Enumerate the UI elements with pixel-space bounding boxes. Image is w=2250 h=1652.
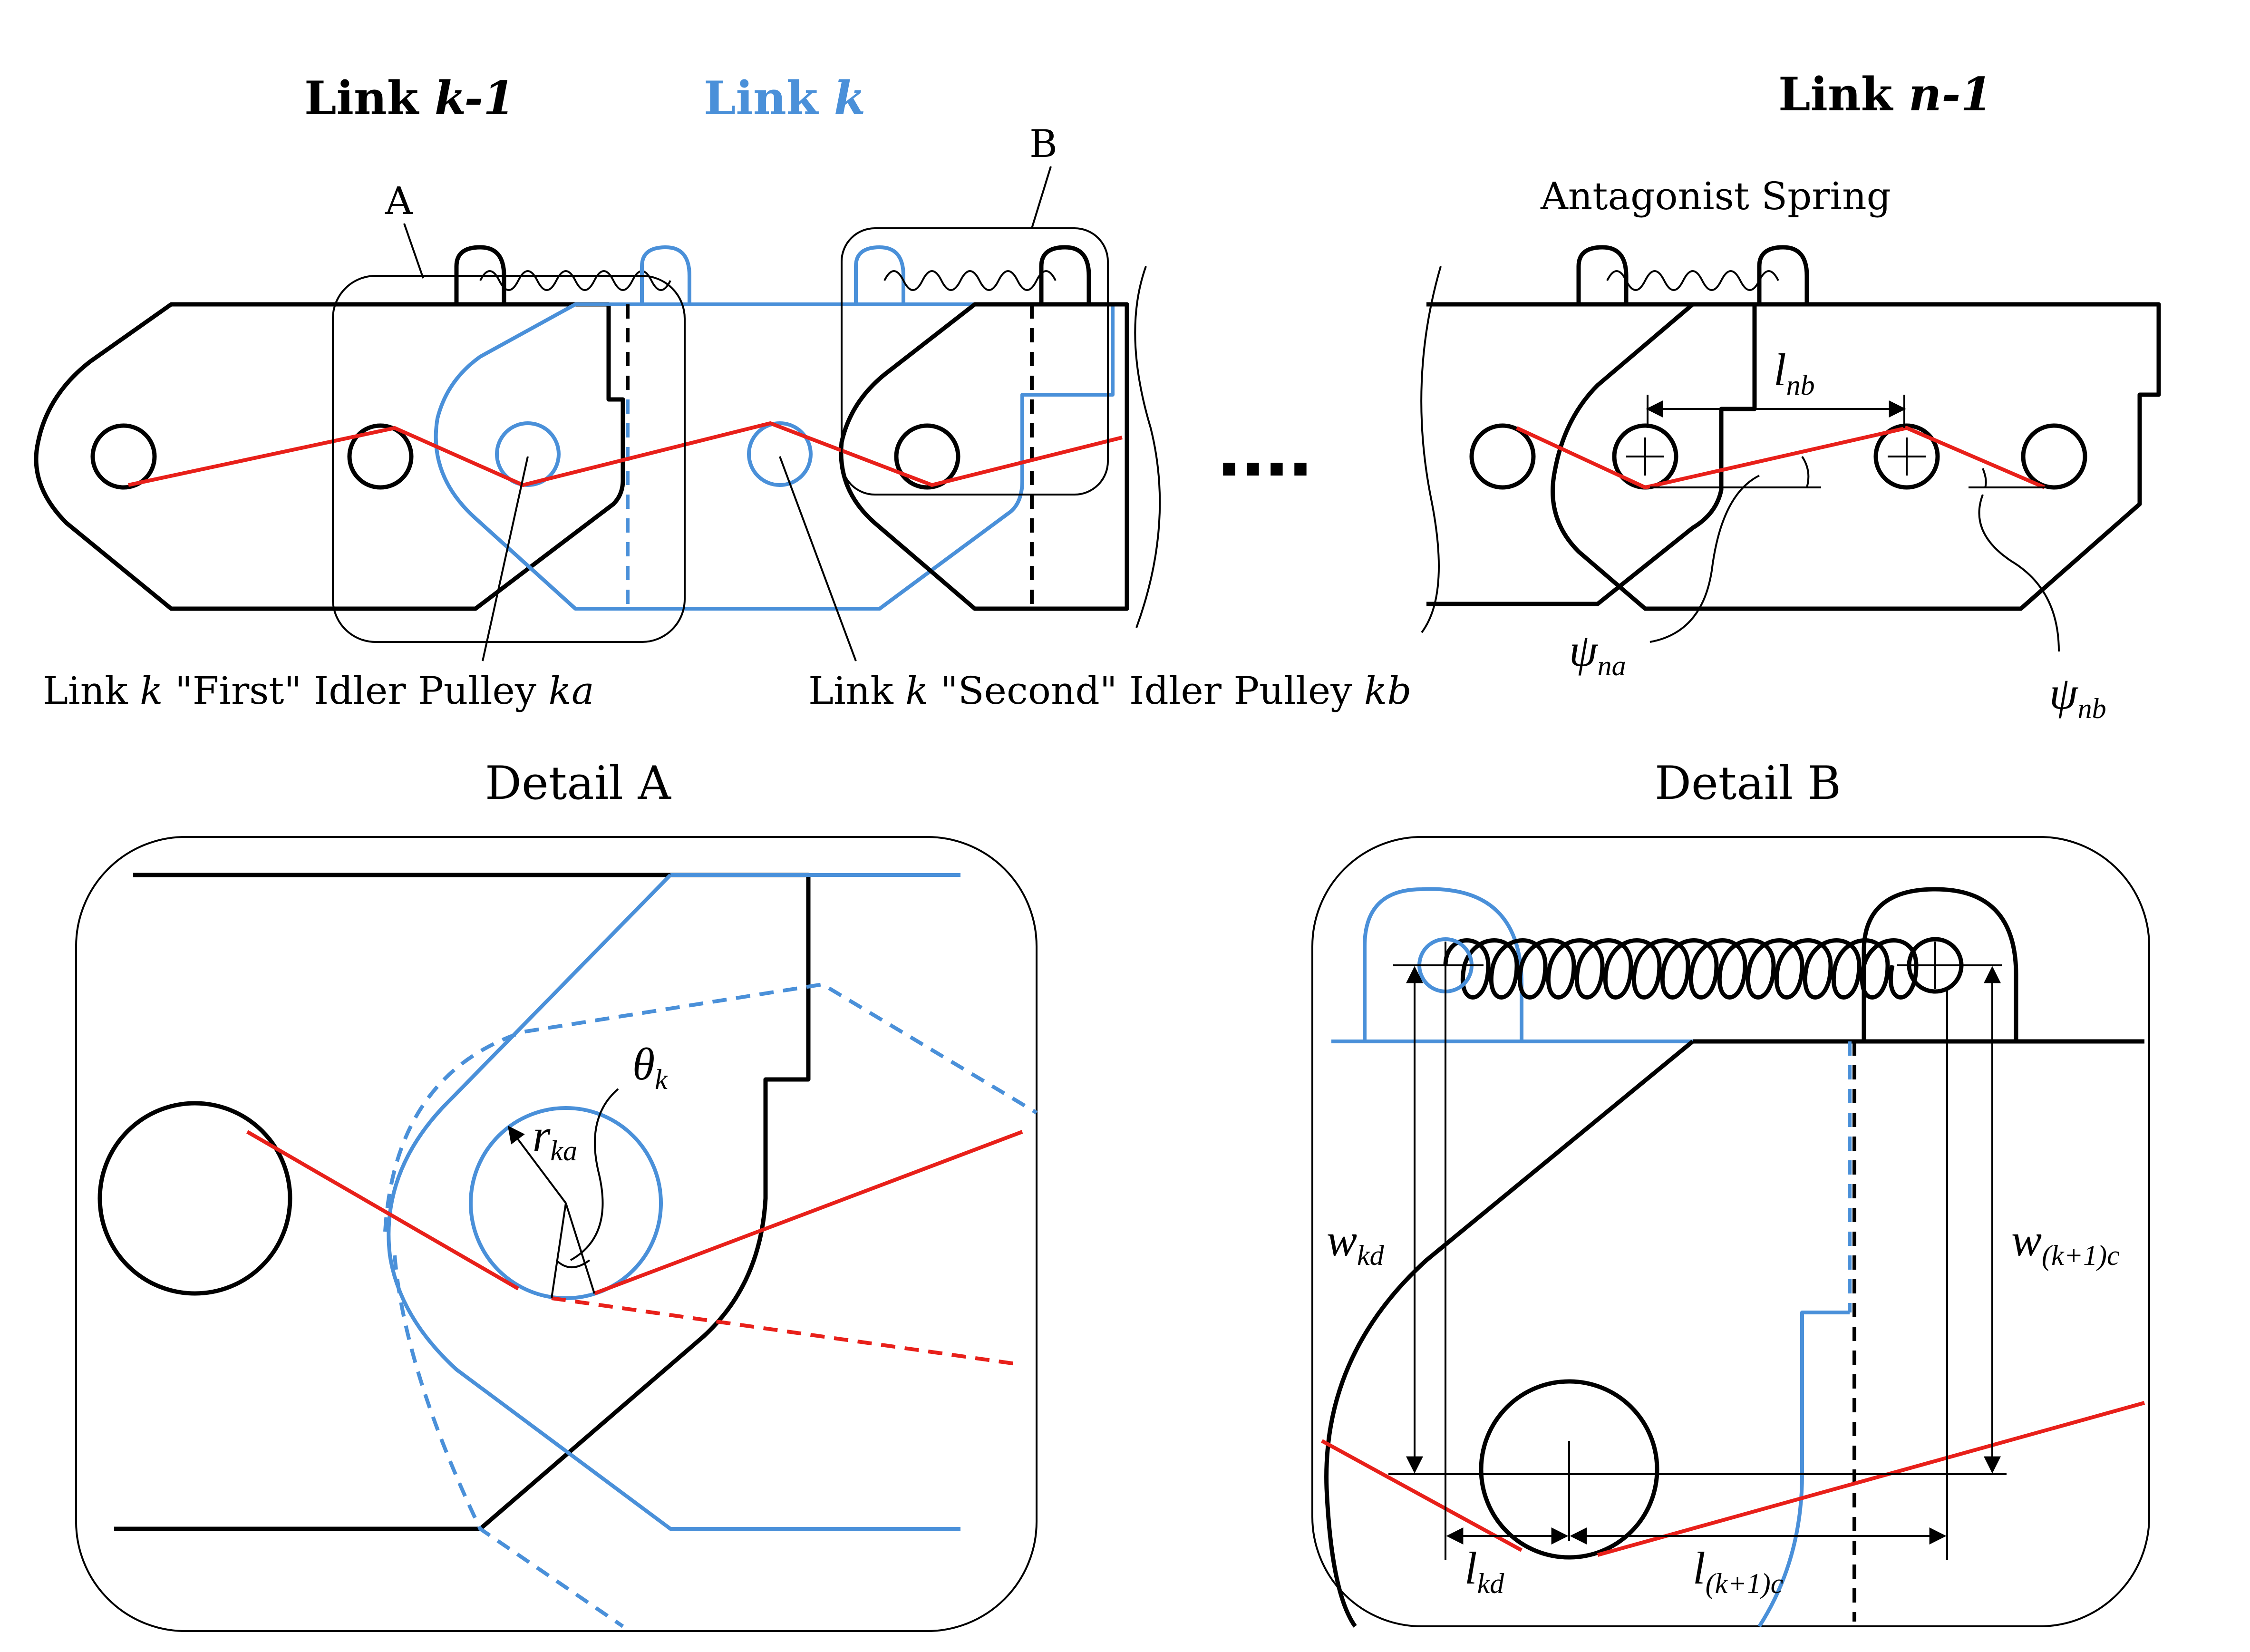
detail-a-cable-dashed bbox=[551, 1296, 1023, 1367]
w-k1c-symbol: w(k+1)c bbox=[2011, 1215, 2120, 1271]
break-line-top-right bbox=[1420, 266, 1442, 633]
break-line-top-left bbox=[1134, 266, 1161, 628]
detail-b-cable-right bbox=[1597, 1401, 2145, 1557]
title-link-k-minus-1: Link k-1 bbox=[304, 71, 515, 125]
detail-b-blue-step bbox=[1757, 1311, 1850, 1628]
psi-na-symbol: ψna bbox=[1569, 625, 1626, 681]
title-link-n-minus-1: Link n-1 bbox=[1778, 68, 1992, 121]
title-link-k: Link k bbox=[704, 71, 865, 125]
spring-mount-k-plus-1 bbox=[1039, 245, 1091, 304]
detail-b-black-outline bbox=[1324, 1040, 1694, 1628]
second-pulley-leader bbox=[779, 456, 857, 661]
pulley-n-b bbox=[1873, 423, 1940, 490]
pulley-k-minus-1-right bbox=[347, 423, 414, 490]
r-ka-radius-arrow bbox=[507, 1126, 567, 1204]
detail-a-black-top bbox=[114, 873, 811, 1531]
antagonist-spring-label: Antagonist Spring bbox=[1540, 174, 1891, 218]
theta-k-line-right bbox=[565, 1203, 595, 1294]
r-ka-symbol: rka bbox=[533, 1110, 577, 1166]
detail-b-box bbox=[841, 227, 1109, 496]
pulley-n-b-cross bbox=[1888, 437, 1926, 476]
detail-b-spring-coils bbox=[1443, 938, 1919, 1000]
pulley-n-a-cross bbox=[1626, 437, 1664, 476]
spring-top-middle bbox=[883, 270, 1057, 291]
psi-nb-leader bbox=[1978, 494, 2060, 652]
theta-k-line-left bbox=[551, 1203, 567, 1299]
detail-a-blue-dashed-upper bbox=[383, 982, 1038, 1232]
detail-a-panel bbox=[75, 836, 1038, 1632]
spring-mount-n-left bbox=[1576, 245, 1629, 304]
detail-b-frame bbox=[1311, 836, 2150, 1627]
detail-b-pin-black-cross bbox=[1897, 942, 2002, 989]
psi-na-leader bbox=[1649, 475, 1760, 643]
link-k-plus-1-body bbox=[839, 302, 1129, 611]
link-n-minus-2-body bbox=[1426, 302, 1757, 606]
top-right-assembly bbox=[1420, 245, 2161, 652]
theta-k-leader bbox=[570, 1088, 619, 1261]
pulley-n-left bbox=[1469, 423, 1536, 490]
second-idler-pulley-label: Link k "Second" Idler Pulley kb bbox=[808, 669, 1412, 713]
link-k-body bbox=[434, 302, 1115, 611]
callout-b-leader bbox=[1031, 166, 1052, 229]
antagonist-spring bbox=[1606, 270, 1779, 291]
spring-top-left bbox=[479, 270, 671, 291]
callout-b-label: B bbox=[1029, 122, 1057, 166]
pulley-k-minus-1-left bbox=[90, 423, 157, 490]
theta-k-arc bbox=[555, 1259, 591, 1268]
psi-na-arc bbox=[1801, 456, 1810, 488]
psi-nb-arc bbox=[1982, 468, 1987, 488]
detail-b-cable-left bbox=[1321, 1439, 1523, 1552]
detail-a-frame bbox=[75, 836, 1038, 1632]
first-pulley-leader bbox=[482, 456, 529, 661]
spring-mount-k-second bbox=[854, 245, 905, 304]
detail-b-black-mount bbox=[1862, 887, 2018, 1041]
detail-a-cable-right bbox=[593, 1130, 1023, 1295]
spring-mount-n-right bbox=[1757, 245, 1809, 304]
detail-b-panel bbox=[1311, 836, 2150, 1628]
pulley-n-right bbox=[2021, 423, 2087, 490]
ellipsis: .... bbox=[1217, 398, 1312, 494]
spring-mount-link-k bbox=[640, 245, 691, 304]
callout-a-label: A bbox=[385, 179, 413, 223]
cable-top-left bbox=[128, 421, 1123, 487]
detail-a-idler-pulley bbox=[469, 1106, 663, 1300]
detail-a-blue-dashed-lower bbox=[393, 1255, 624, 1628]
theta-k-symbol: θk bbox=[632, 1039, 668, 1095]
detail-a-blue-outline bbox=[387, 874, 960, 1531]
callout-a-leader bbox=[403, 223, 424, 279]
detail-b-pulley bbox=[1479, 1379, 1659, 1560]
detail-b-title: Detail B bbox=[1655, 757, 1841, 810]
spring-mount-k-minus-1 bbox=[454, 245, 506, 304]
top-left-assembly: A B bbox=[34, 122, 1161, 661]
link-n-minus-1-body bbox=[1551, 302, 2161, 611]
l-kd-symbol: lkd bbox=[1464, 1543, 1504, 1599]
detail-a-pulley-black bbox=[97, 1101, 292, 1296]
detail-b-pin-blue-cross bbox=[1393, 942, 1484, 989]
detail-a-title: Detail A bbox=[485, 757, 672, 810]
pulley-k-plus-1 bbox=[894, 423, 960, 490]
l-nb-symbol: lnb bbox=[1774, 344, 1815, 401]
first-idler-pulley-label: Link k "First" Idler Pulley ka bbox=[43, 669, 594, 713]
detail-a-box bbox=[332, 275, 686, 643]
link-k-minus-1-body bbox=[34, 302, 625, 611]
l-k1c-symbol: l(k+1)c bbox=[1693, 1543, 1783, 1599]
detail-a-cable-left bbox=[246, 1130, 520, 1291]
w-kd-symbol: wkd bbox=[1327, 1215, 1385, 1271]
idler-pulley-kb bbox=[747, 421, 813, 487]
cable-top-right bbox=[1516, 426, 2046, 490]
psi-nb-symbol: ψnb bbox=[2049, 668, 2106, 724]
